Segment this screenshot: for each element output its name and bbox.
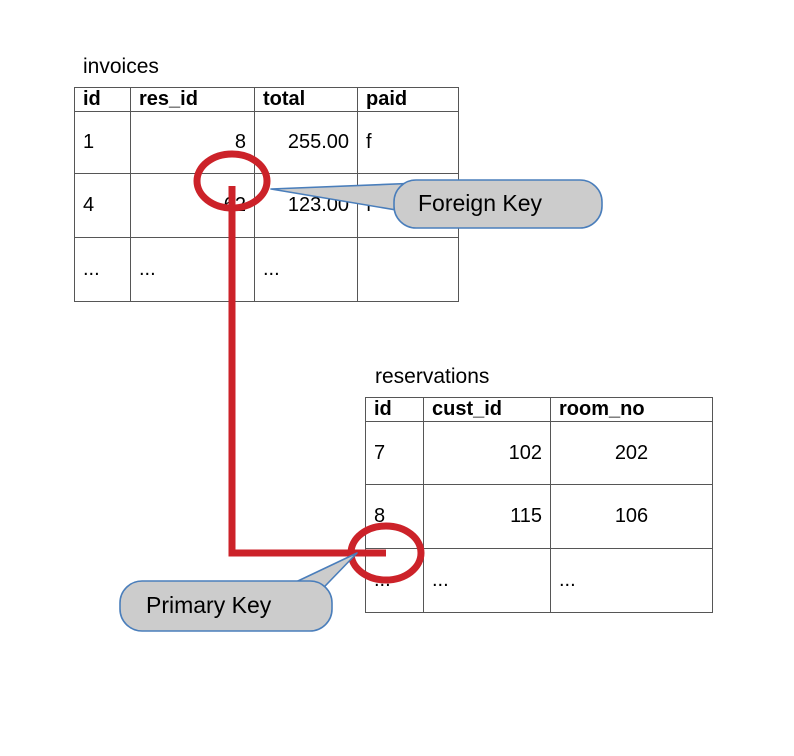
cell-id: 4 [74, 173, 131, 238]
table-header-row: id res_id total paid [74, 87, 459, 112]
cell-cust-id: 115 [423, 484, 551, 549]
cell-res-id: ... [130, 237, 255, 302]
cell-id: ... [365, 548, 424, 613]
table-row: 7 102 202 [365, 421, 713, 485]
primary-key-callout-tail [261, 552, 358, 613]
cell-res-id: 62 [130, 173, 255, 238]
column-header-paid: paid [357, 87, 459, 112]
column-header-total: total [254, 87, 358, 112]
cell-total: ... [254, 237, 358, 302]
cell-total: 123.00 [254, 173, 358, 238]
table-row: ... ... ... [74, 237, 459, 302]
reservations-table: id cust_id room_no 7 102 202 8 115 106 .… [365, 397, 713, 613]
table-row: ... ... ... [365, 548, 713, 613]
table-header-row: id cust_id room_no [365, 397, 713, 422]
cell-paid [357, 237, 459, 302]
cell-paid: f [357, 111, 459, 174]
column-header-res-id: res_id [130, 87, 255, 112]
table-row: 1 8 255.00 f [74, 111, 459, 174]
cell-cust-id: 102 [423, 421, 551, 485]
cell-room-no: 202 [550, 421, 713, 485]
cell-res-id: 8 [130, 111, 255, 174]
cell-total: 255.00 [254, 111, 358, 174]
cell-id: 8 [365, 484, 424, 549]
cell-id: 7 [365, 421, 424, 485]
column-header-cust-id: cust_id [423, 397, 551, 422]
cell-id: ... [74, 237, 131, 302]
table-row: 8 115 106 [365, 484, 713, 549]
foreign-key-callout-label: Foreign Key [418, 190, 543, 216]
reservations-table-title: reservations [375, 365, 490, 388]
cell-room-no: ... [550, 548, 713, 613]
column-header-room-no: room_no [550, 397, 713, 422]
cell-id: 1 [74, 111, 131, 174]
column-header-id: id [365, 397, 424, 422]
column-header-id: id [74, 87, 131, 112]
invoices-table-title: invoices [83, 55, 159, 78]
primary-key-callout-label: Primary Key [146, 592, 272, 618]
cell-room-no: 106 [550, 484, 713, 549]
table-row: 4 62 123.00 f [74, 173, 459, 238]
invoices-table: id res_id total paid 1 8 255.00 f 4 62 1… [74, 87, 459, 302]
cell-cust-id: ... [423, 548, 551, 613]
